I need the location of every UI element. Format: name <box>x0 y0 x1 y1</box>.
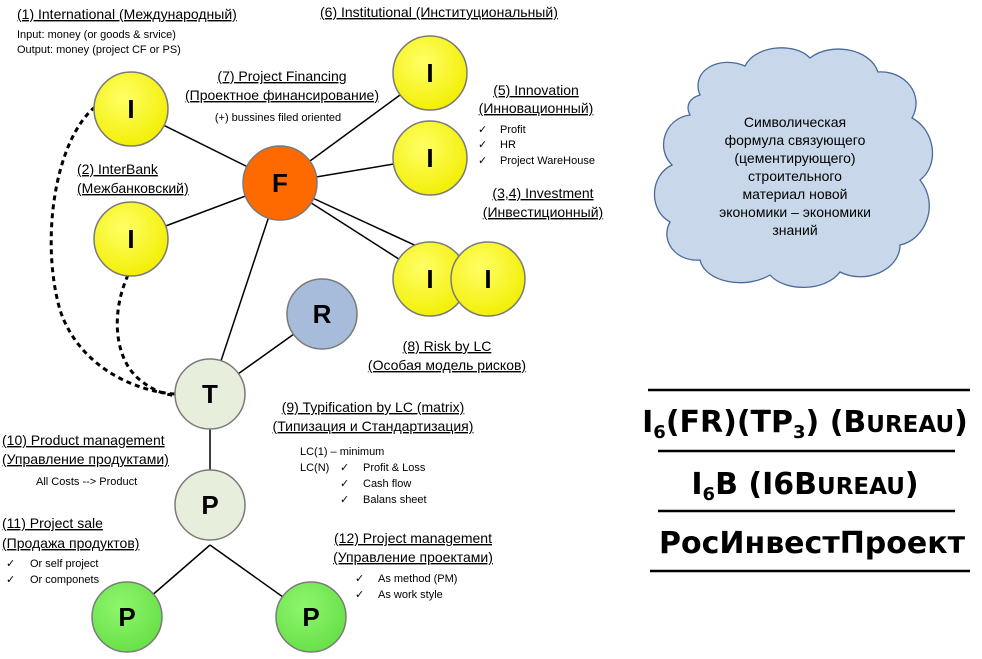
innovation-check-icon: ✓ <box>478 139 487 151</box>
node-label: R <box>313 299 332 329</box>
node-label: I <box>127 224 134 254</box>
node-label: I <box>484 264 491 294</box>
cloud-text-line: материал новой <box>743 186 848 202</box>
innovation-check-icon: ✓ <box>478 155 487 167</box>
interbank-title: (2) InterBank <box>77 161 159 177</box>
typification-check-icon: ✓ <box>340 494 349 506</box>
innovation-item: Project WareHouse <box>500 155 595 167</box>
formula-line-3: РосИнвестПроект <box>659 526 966 561</box>
cloud-text-line: Символическая <box>744 114 846 130</box>
innovation-title: (5) Innovation <box>493 82 579 98</box>
typification-item: Balans sheet <box>363 494 427 506</box>
typification-lc1: LC(1) – minimum <box>300 446 384 458</box>
node-label: I <box>426 58 433 88</box>
project-financing-title: (7) Project Financing <box>217 68 346 84</box>
product-management-subtitle: (Управление продуктами) <box>2 451 169 467</box>
project-sale-subtitle: (Продажа продуктов) <box>2 535 139 551</box>
product-management-title: (10) Product management <box>2 432 165 448</box>
risk-title: (8) Risk by LC <box>403 338 492 354</box>
node-financing: F <box>242 145 318 221</box>
typification-check-icon: ✓ <box>340 478 349 490</box>
project-financing-note: (+) bussines filed oriented <box>215 112 341 124</box>
node-product: P <box>174 469 246 541</box>
innovation-item: HR <box>500 139 516 151</box>
node-risk: R <box>286 278 358 350</box>
node-label: P <box>118 602 135 632</box>
node-institutional: I <box>392 35 468 111</box>
node-label: T <box>202 379 218 409</box>
typification-item: Profit & Loss <box>363 462 426 474</box>
innovation-item: Profit <box>500 124 526 136</box>
project-management-check-icon: ✓ <box>355 589 364 601</box>
risk-subtitle: (Особая модель рисков) <box>368 357 526 373</box>
typification-check-icon: ✓ <box>340 462 349 474</box>
project-management-check-icon: ✓ <box>355 573 364 585</box>
typification-item: Cash flow <box>363 478 411 490</box>
node-project-sale: P <box>91 581 163 653</box>
project-management-item: As method (PM) <box>378 573 457 585</box>
cloud-text-line: строительного <box>748 168 842 184</box>
formula-line-1: I6(FR)(TP3) (BUREAU) <box>642 405 968 443</box>
node-label: P <box>302 602 319 632</box>
interbank-subtitle: (Межбанковский) <box>77 180 189 196</box>
typification-title: (9) Typification by LC (matrix) <box>282 399 465 415</box>
node-label: I <box>426 264 433 294</box>
typification-lcn: LC(N) <box>300 462 329 474</box>
node-label: I <box>426 143 433 173</box>
international-output: Output: money (project CF or PS) <box>17 44 181 56</box>
dashed-curve-international-t <box>49 105 176 396</box>
typification-subtitle: (Типизация и Стандартизация) <box>273 418 474 434</box>
node-typification: T <box>174 358 246 430</box>
investment-title: (3,4) Investment <box>492 185 593 201</box>
international-input: Input: money (or goods & srvice) <box>17 29 176 41</box>
project-sale-title: (11) Project sale <box>2 515 103 531</box>
project-sale-check-icon: ✓ <box>6 558 15 570</box>
node-project-management: P <box>275 581 347 653</box>
project-management-item: As work style <box>378 589 443 601</box>
innovation-subtitle: (Инновационный) <box>479 100 594 116</box>
international-title: (1) International (Международный) <box>17 6 237 22</box>
cloud-shape <box>653 47 934 289</box>
node-label: F <box>272 168 288 198</box>
node-innovation: I <box>392 120 468 196</box>
project-sale-item: Or self project <box>30 558 98 570</box>
project-management-title: (12) Project management <box>334 530 492 546</box>
cloud-text-line: (цементирующего) <box>734 150 855 166</box>
node-investment-b: I <box>450 241 526 317</box>
cloud-text-line: знаний <box>772 222 817 238</box>
project-sale-check-icon: ✓ <box>6 574 15 586</box>
formula-line-2: I6B (I6BUREAU) <box>691 467 918 505</box>
investment-subtitle: (Инвестиционный) <box>483 204 603 220</box>
cloud-callout: Символическая формула связующего (цемент… <box>653 47 934 289</box>
node-interbank: I <box>93 201 169 277</box>
node-label: I <box>127 94 134 124</box>
project-sale-item: Or componets <box>30 574 100 586</box>
project-management-subtitle: (Управление проектами) <box>333 549 493 565</box>
cloud-text-line: экономики – экономики <box>719 204 871 220</box>
cloud-text-line: формула связующего <box>725 132 866 148</box>
innovation-check-icon: ✓ <box>478 124 487 136</box>
project-financing-subtitle: (Проектное финансирование) <box>185 87 379 103</box>
node-label: P <box>201 490 218 520</box>
dashed-curve-interbank-t <box>115 274 177 398</box>
institutional-title: (6) Institutional (Институциональный) <box>320 4 558 20</box>
product-management-note: All Costs --> Product <box>36 476 137 488</box>
node-international: I <box>93 71 169 147</box>
dashed-connectors <box>49 105 177 398</box>
formula-block: I6(FR)(TP3) (BUREAU) I6B (I6BUREAU) РосИ… <box>642 388 970 573</box>
